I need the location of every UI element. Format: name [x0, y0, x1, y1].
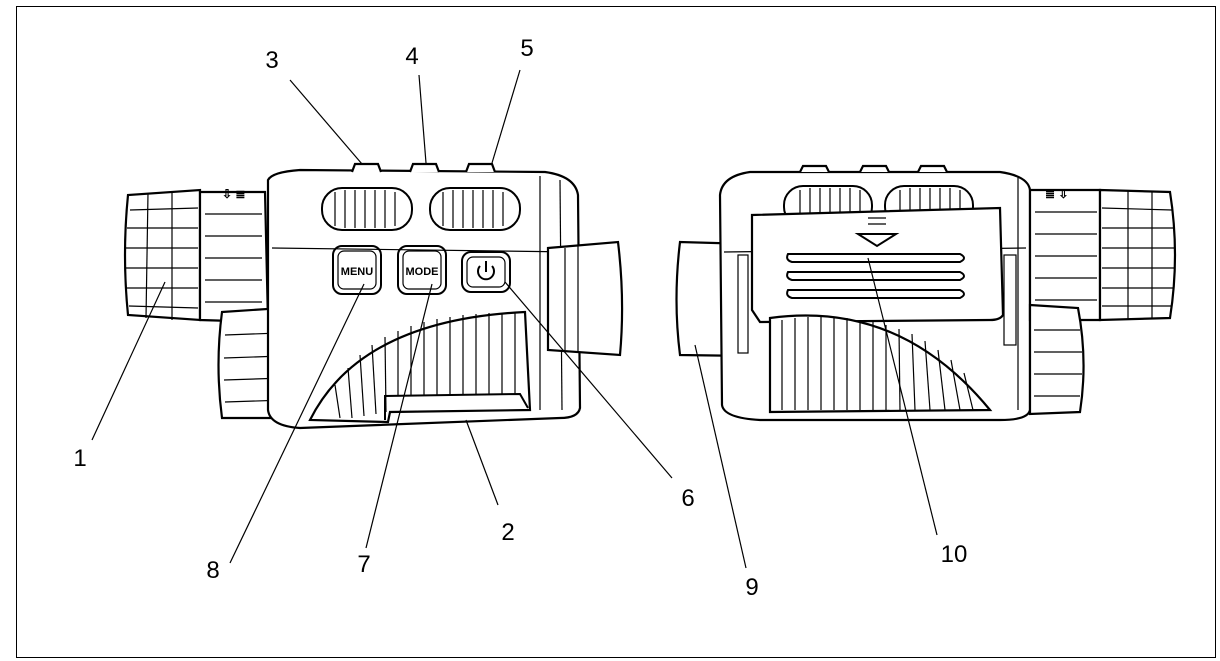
mode-button[interactable]: MODE — [397, 245, 447, 295]
menu-button-label: MENU — [341, 266, 373, 278]
inner-ring-right: ≣ ⇩ — [1028, 187, 1102, 322]
main-body-left — [266, 162, 582, 430]
menu-button[interactable]: MENU — [332, 245, 382, 295]
callout-6: 6 — [681, 485, 694, 512]
callout-3: 3 — [265, 47, 278, 74]
lower-housing-right — [1028, 303, 1085, 416]
power-button[interactable] — [461, 251, 511, 293]
callout-1: 1 — [73, 445, 86, 472]
leader-lines — [91, 69, 938, 569]
svg-text:⇩ ≣: ⇩ ≣ — [222, 187, 245, 201]
focus-ring-right — [1098, 188, 1177, 322]
inner-ring-left: ⇩ ≣ — [198, 187, 270, 324]
callout-5: 5 — [520, 35, 533, 62]
right-device: ≣ ⇩ — [675, 164, 1177, 422]
main-body-right — [718, 164, 1032, 422]
mode-button-label: MODE — [406, 266, 439, 278]
focus-ring-left — [123, 188, 202, 322]
eyepiece-left — [546, 240, 624, 357]
callout-9: 9 — [745, 574, 758, 601]
callout-8: 8 — [206, 557, 219, 584]
callout-2: 2 — [501, 519, 514, 546]
callout-7: 7 — [357, 551, 370, 578]
callout-4: 4 — [405, 43, 418, 70]
down-arrow-icon — [854, 217, 900, 248]
left-device: ⇩ ≣ — [123, 162, 624, 430]
svg-text:≣ ⇩: ≣ ⇩ — [1045, 187, 1068, 201]
power-icon — [477, 261, 495, 281]
callout-labels: 1 2 3 4 5 6 7 8 9 10 — [73, 35, 967, 601]
callout-10: 10 — [941, 541, 968, 568]
